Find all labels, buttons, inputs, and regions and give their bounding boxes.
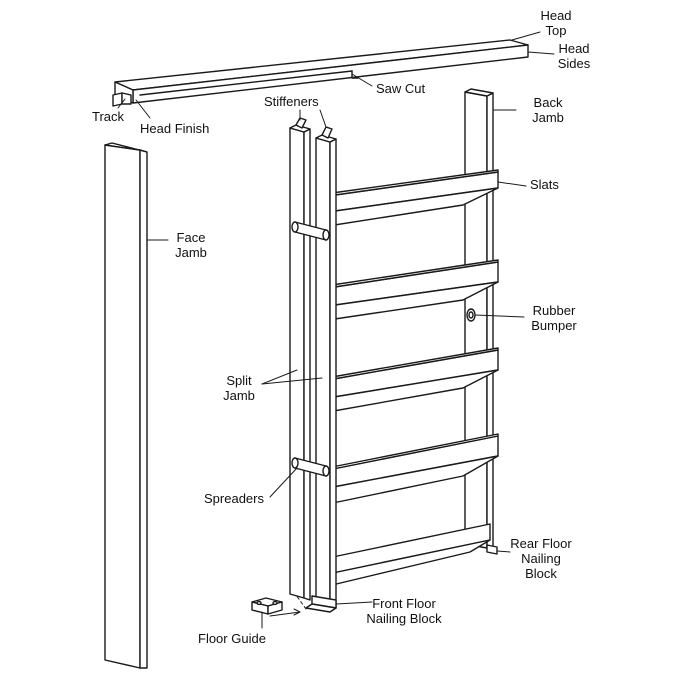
head-top xyxy=(114,39,529,91)
back-jamb-post xyxy=(464,88,494,551)
label-saw-cut: Saw Cut xyxy=(376,81,426,96)
label-rubber-bumper: Rubber Bumper xyxy=(531,303,577,333)
rubber-bumper-inner xyxy=(468,311,474,319)
face-jamb-top xyxy=(104,142,148,153)
leader-split-jamb-2 xyxy=(261,377,323,385)
label-back-jamb: Back Jamb xyxy=(532,95,564,125)
front-floor-nailing-block xyxy=(305,595,337,613)
leader-head-top xyxy=(511,31,541,41)
header-assembly xyxy=(112,39,529,107)
leader-head-sides xyxy=(527,51,555,55)
leader-rubber-bumper xyxy=(474,314,525,318)
floor-guide-arrow xyxy=(269,594,307,617)
spreader-top xyxy=(291,221,330,241)
track-lip xyxy=(121,92,132,105)
slats xyxy=(327,169,499,587)
rear-floor-nailing-block xyxy=(486,544,498,555)
back-jamb-side xyxy=(486,92,494,551)
label-head-finish: Head Finish xyxy=(140,121,210,136)
floor-guide-part xyxy=(251,597,283,615)
label-slats: Slats xyxy=(530,177,559,192)
face-jamb-front xyxy=(104,144,141,669)
label-front-floor-nailing-block: Front Floor Nailing Block xyxy=(366,596,442,626)
label-rear-floor-nailing-block: Rear Floor Nailing Block xyxy=(510,536,572,581)
leader-stiffeners-2 xyxy=(319,109,327,128)
split-jamb xyxy=(289,117,498,613)
slat-5 xyxy=(327,523,491,587)
leader-split-jamb-1 xyxy=(261,369,298,385)
label-spreaders: Spreaders xyxy=(204,491,264,506)
label-stiffeners: Stiffeners xyxy=(264,94,319,109)
leader-front-floor-block xyxy=(335,601,373,605)
label-head-top: Head Top xyxy=(540,8,572,38)
split-jamb-rear-stud xyxy=(315,134,337,609)
face-jamb-edge xyxy=(139,149,148,669)
slat-3 xyxy=(327,347,499,413)
label-head-sides: Head Sides xyxy=(557,41,591,71)
label-face-jamb: Face Jamb xyxy=(175,230,207,260)
leader-lines xyxy=(117,31,555,629)
leader-slats xyxy=(497,181,527,187)
leader-head-finish xyxy=(135,99,151,119)
label-track: Track xyxy=(92,109,125,124)
leader-rear-floor-block xyxy=(496,550,511,553)
leader-saw-cut xyxy=(351,73,373,87)
saw-cut-notch xyxy=(351,70,359,79)
label-floor-guide: Floor Guide xyxy=(198,631,266,646)
back-jamb-top xyxy=(464,88,494,97)
label-split-jamb: Split Jamb xyxy=(223,373,255,403)
saw-cut-line xyxy=(139,70,353,96)
spreader-bottom xyxy=(291,457,330,477)
stiffeners xyxy=(295,117,333,139)
leader-spreaders xyxy=(269,467,298,498)
leader-track xyxy=(117,98,126,109)
face-jamb-board xyxy=(104,142,148,669)
split-jamb-front-stud xyxy=(289,124,311,601)
